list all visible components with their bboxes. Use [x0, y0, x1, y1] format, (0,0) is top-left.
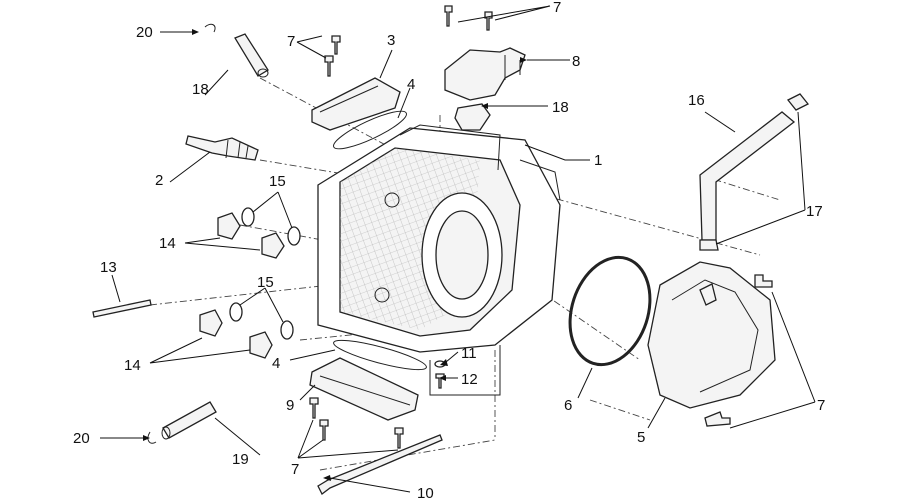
- label-6: 6: [564, 397, 572, 414]
- label-13: 13: [100, 259, 117, 276]
- dowel-and-clip-bottom: [147, 401, 217, 444]
- label-10: 10: [417, 485, 434, 502]
- label-14-top: 14: [159, 235, 176, 252]
- label-17: 17: [806, 203, 823, 220]
- label-4-bottom: 4: [272, 355, 280, 372]
- o-ring: [568, 255, 652, 367]
- label-20-top: 20: [136, 24, 153, 41]
- label-16: 16: [688, 92, 705, 109]
- part-labels: 20 18 2 7 3 4 7 8 18 1 15 14 13 15 14 4 …: [73, 0, 825, 502]
- label-2: 2: [155, 172, 163, 189]
- lower-cover-plate: [309, 339, 427, 449]
- label-15-bottom: 15: [257, 274, 274, 291]
- valve-cover: [311, 77, 407, 150]
- label-7-bottom-right: 7: [817, 397, 825, 414]
- label-7-top-right: 7: [553, 0, 561, 16]
- label-7-bottom-left: 7: [291, 461, 299, 478]
- side-cover: [647, 261, 776, 427]
- label-8: 8: [572, 53, 580, 70]
- label-20-bottom: 20: [73, 430, 90, 447]
- leader-lines: [100, 5, 816, 493]
- caps-and-washers: [199, 207, 301, 359]
- long-bolt: [317, 434, 443, 495]
- label-3: 3: [387, 32, 395, 49]
- label-14-bottom: 14: [124, 357, 141, 374]
- spark-plug: [185, 135, 259, 161]
- dowel-and-clip-top: [204, 23, 269, 78]
- label-12: 12: [461, 371, 478, 388]
- label-15-top: 15: [269, 173, 286, 190]
- label-5: 5: [637, 429, 645, 446]
- label-19-top: 18: [192, 81, 209, 98]
- label-11: 11: [461, 345, 477, 362]
- label-4-top: 4: [407, 76, 415, 93]
- coolant-hose: [699, 93, 810, 251]
- stud-bolt: [92, 299, 152, 318]
- label-1: 1: [594, 152, 602, 169]
- label-18: 18: [552, 99, 569, 116]
- label-9: 9: [286, 397, 294, 414]
- label-7-top-left: 7: [287, 33, 295, 50]
- label-19-bottom: 19: [232, 451, 249, 468]
- thermostat-housing: [444, 47, 526, 131]
- cylinder-head-body: [317, 124, 561, 396]
